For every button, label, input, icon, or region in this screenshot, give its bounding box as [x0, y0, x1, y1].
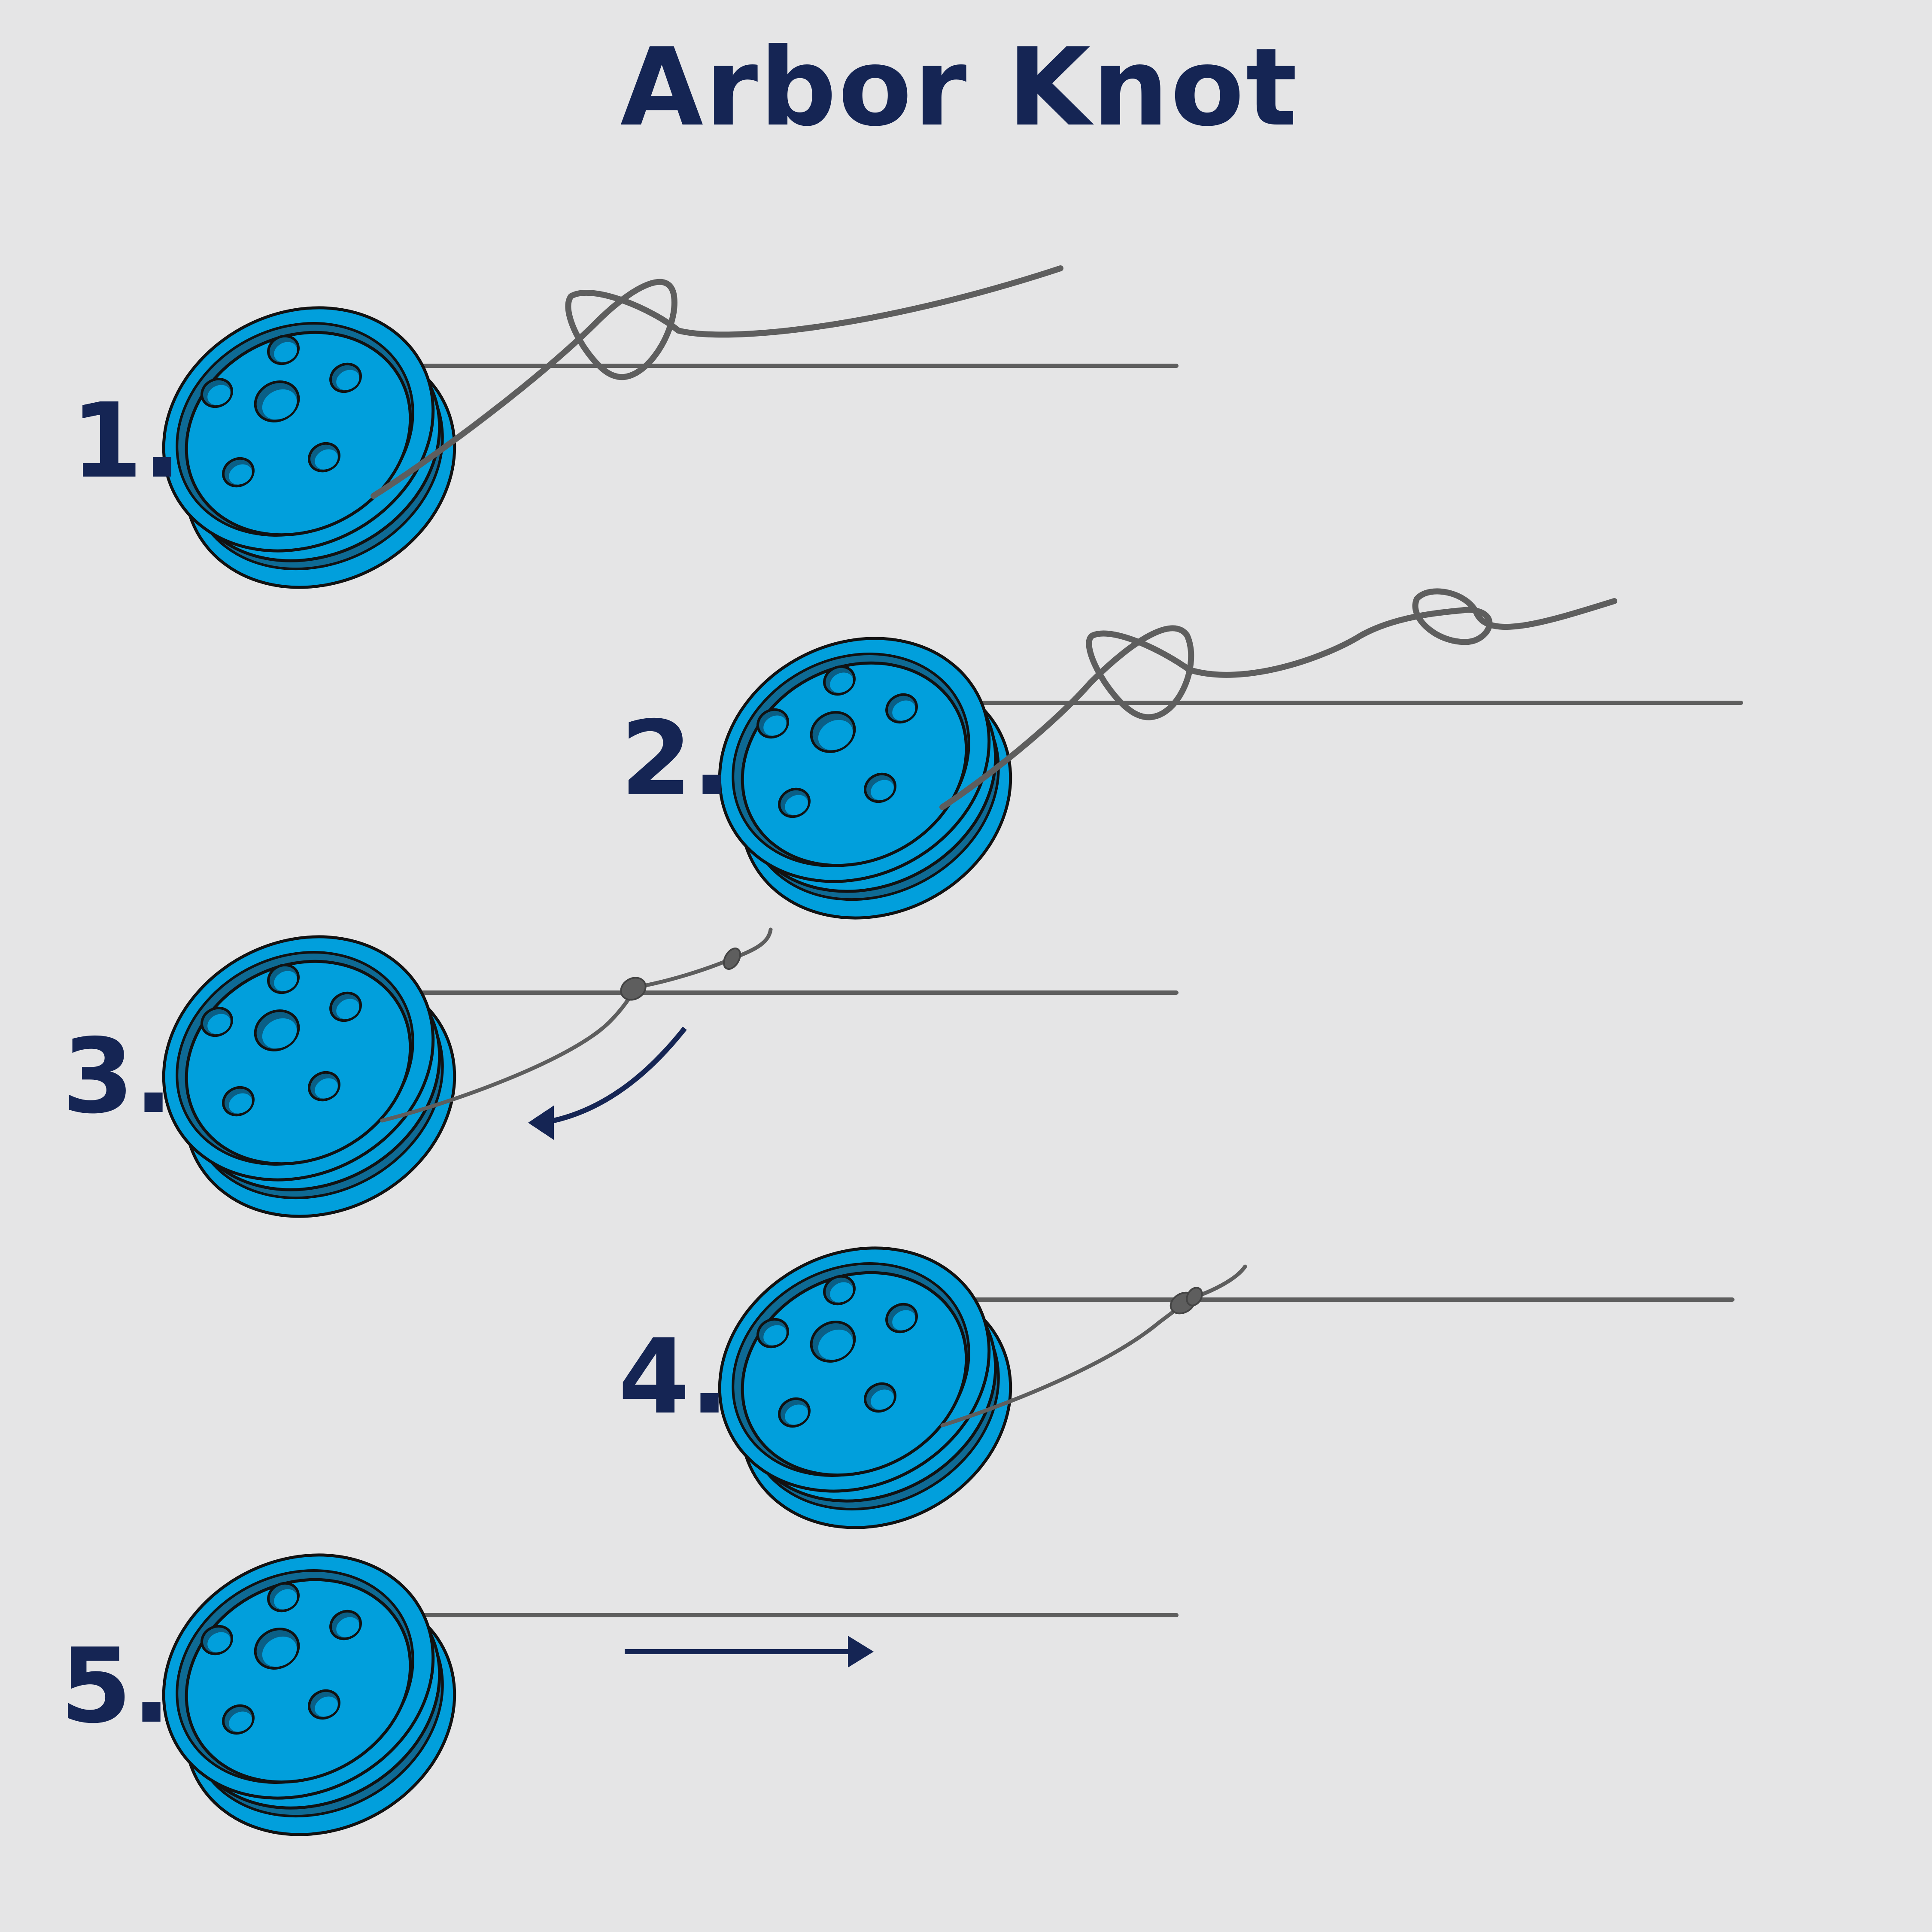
pull-arrow	[553, 1027, 687, 1123]
reel-icon	[677, 1202, 1053, 1574]
arrow-head-icon	[848, 1636, 874, 1668]
step-number: 4.	[618, 1317, 729, 1437]
reel-icon	[677, 592, 1053, 964]
tag-end-line	[940, 1264, 1247, 1428]
step-number: 1.	[71, 381, 182, 501]
stopper-knot	[723, 948, 741, 970]
step-2: 2.	[620, 588, 1743, 964]
knot	[620, 977, 647, 1001]
step-number: 3.	[62, 1016, 173, 1136]
step-4: 4.	[618, 1202, 1735, 1574]
knot-wrap	[1186, 1287, 1203, 1306]
step-3: 3.	[62, 890, 1179, 1263]
reel-icon	[121, 1509, 497, 1881]
step-1: 1.	[71, 261, 1179, 634]
reel-icon	[121, 890, 497, 1263]
step-number: 5.	[60, 1626, 171, 1746]
page-title: Arbor Knot	[620, 25, 1299, 150]
tag-end-line	[939, 588, 1617, 810]
step-number: 2.	[620, 699, 731, 819]
tag-end-line	[371, 265, 1063, 499]
arrow-head-icon	[528, 1106, 554, 1140]
step-5: 5.	[60, 1509, 1179, 1881]
